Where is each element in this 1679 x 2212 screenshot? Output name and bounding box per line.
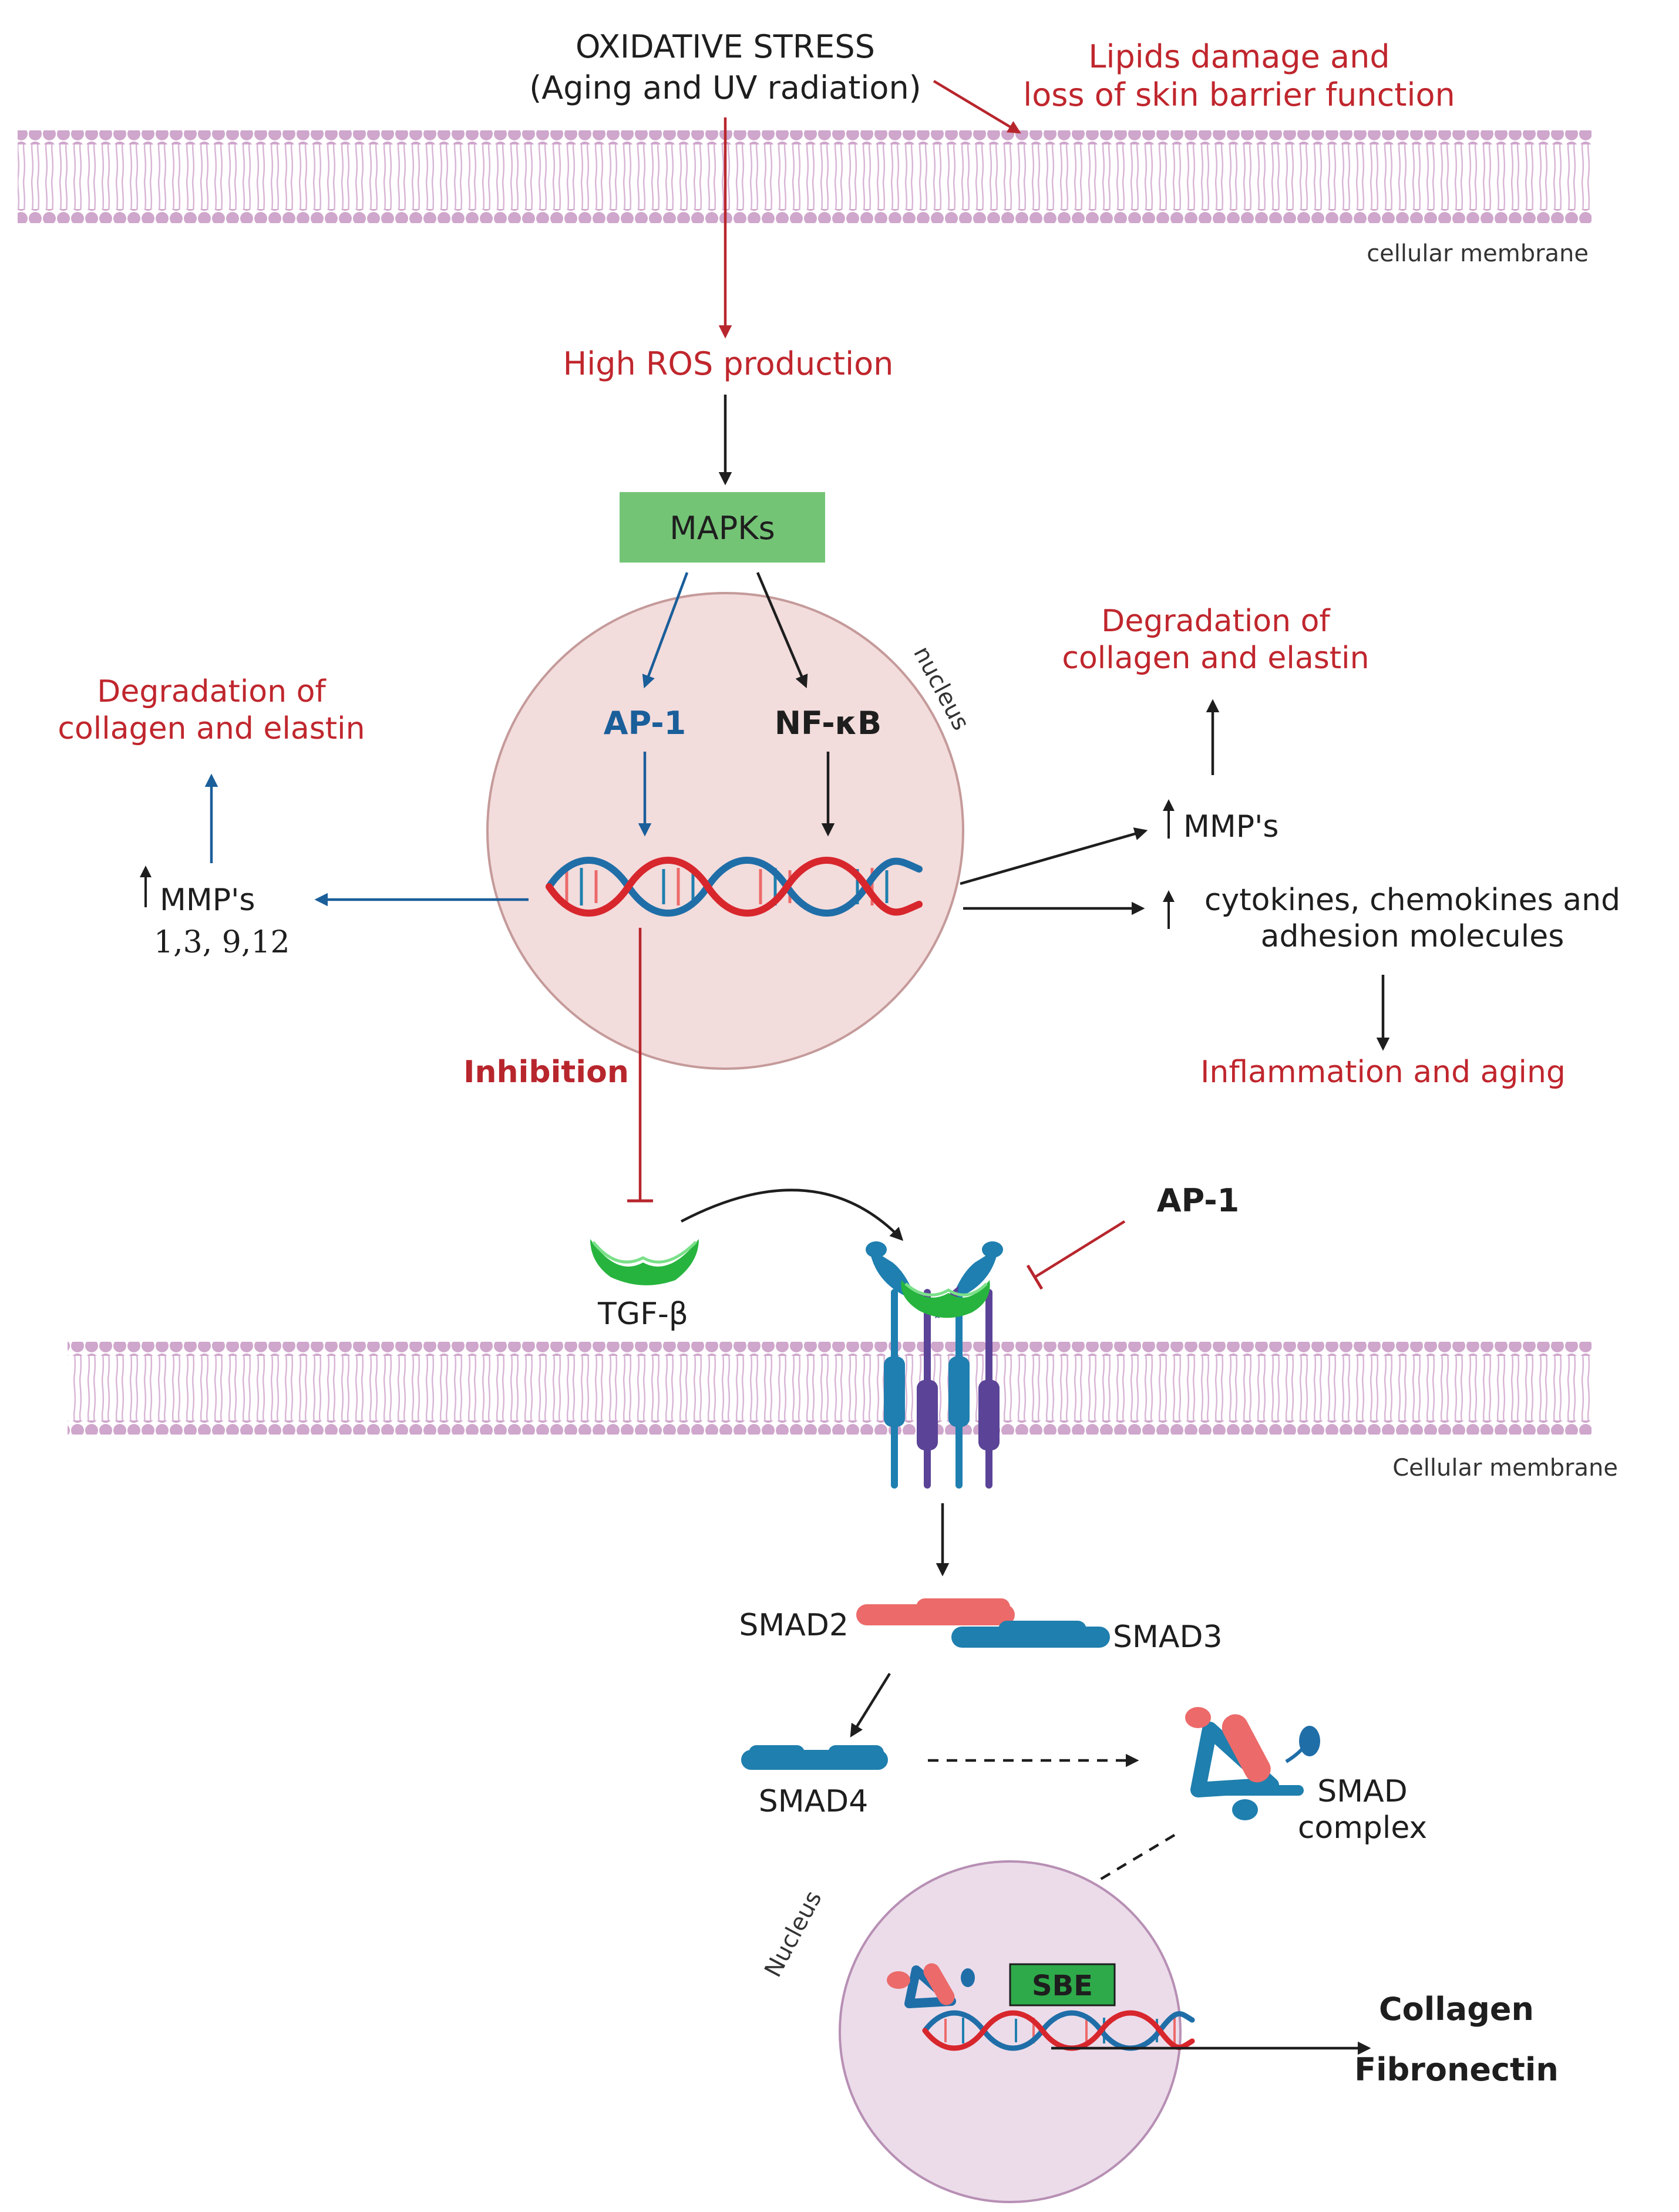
tgf-beta-label: TGF-β (597, 1297, 688, 1332)
oxidative-stress-title: OXIDATIVE STRESS (576, 28, 875, 65)
inhibition-label: Inhibition (463, 1055, 629, 1090)
membrane-top-caption: cellular membrane (1367, 240, 1589, 267)
ap1-label: AP-1 (604, 705, 686, 742)
ap1-receptor-inhibition-line (1034, 1220, 1126, 1278)
collagen-label: Collagen (1379, 1991, 1534, 2028)
mmps-left-numbers: 1,3, 9,12 (154, 925, 290, 960)
fibronectin-label: Fibronectin (1354, 2051, 1559, 2088)
nfkb-label: NF-κB (775, 705, 881, 742)
sbe-label: SBE (1032, 1969, 1093, 2002)
arrow-stress-to-lipids (933, 80, 1021, 134)
smad-complex-bound (887, 1963, 975, 2008)
tgf-beta-ligand (590, 1239, 699, 1285)
cellular-membrane-top (18, 130, 1591, 223)
arrow-tgf-to-receptor (680, 1189, 904, 1241)
mapks-label: MAPKs (669, 510, 775, 547)
smad3-protein (951, 1621, 1110, 1648)
nucleus-upper (486, 592, 964, 1070)
tgf-beta-receptor (866, 1241, 1003, 1489)
sbe-box (1009, 1963, 1116, 2006)
arrow-smads-to-smad4 (850, 1672, 891, 1738)
smad4-label: SMAD4 (759, 1784, 869, 1819)
arrow-dna-to-mmps-right (960, 827, 1148, 886)
ap1-receptor-inhibition-tbar (1026, 1264, 1044, 1290)
smad4-protein (741, 1745, 888, 1770)
oxidative-stress-subtitle: (Aging and UV radiation) (529, 69, 921, 106)
ros-label: High ROS production (563, 345, 894, 382)
ap1-receptor-label: AP-1 (1157, 1182, 1239, 1219)
degradation-right-line1: Degradation of (1101, 604, 1331, 639)
smad2-protein (856, 1598, 1015, 1625)
smad-complex-line2: complex (1298, 1810, 1427, 1846)
mapks-box (620, 492, 825, 563)
smad-complex (1185, 1707, 1320, 1820)
arrow-mapks-to-ap1 (642, 572, 689, 689)
smad-complex-line1: SMAD (1317, 1774, 1408, 1809)
membrane-bottom-caption: Cellular membrane (1392, 1455, 1618, 1482)
lipids-damage-line1: Lipids damage and (1088, 38, 1389, 75)
cytokines-line1: cytokines, chemokines and (1204, 883, 1620, 918)
cytokines-line2: adhesion molecules (1261, 919, 1564, 954)
smad3-label: SMAD3 (1113, 1620, 1223, 1655)
dna-helix-upper (546, 857, 923, 917)
nucleus-lower-label: Nucleus (759, 1887, 827, 1982)
nucleus-lower (839, 1860, 1182, 2203)
cellular-membrane-bottom (68, 1342, 1591, 1435)
mmps-left-label: MMP's (160, 883, 255, 918)
lipids-damage-line2: loss of skin barrier function (1023, 76, 1455, 113)
degradation-left-line1: Degradation of (97, 674, 327, 709)
degradation-right-line2: collagen and elastin (1062, 641, 1369, 676)
degradation-left-line2: collagen and elastin (58, 711, 365, 746)
inflammation-label: Inflammation and aging (1200, 1055, 1566, 1090)
arrow-mapks-to-nfkb (756, 572, 808, 689)
mmps-right-label: MMP's (1183, 809, 1278, 844)
smad2-label: SMAD2 (739, 1608, 849, 1643)
